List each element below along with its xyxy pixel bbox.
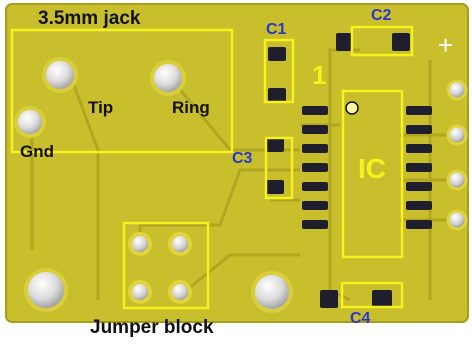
jack-box	[10, 28, 234, 154]
ic-pads-right	[406, 106, 432, 229]
gnd-label: Gnd	[20, 142, 54, 161]
pin1-label: 1	[312, 60, 327, 90]
c2-pads	[336, 33, 410, 51]
c3-label: C3	[232, 150, 253, 167]
c3-pads	[266, 138, 284, 194]
c2-label: C2	[371, 7, 392, 24]
ic-label: IC	[358, 153, 386, 184]
c4-label: C4	[350, 310, 371, 327]
jumper-holes	[128, 232, 192, 304]
jack-label: 3.5mm jack	[38, 8, 141, 29]
c1-label: C1	[266, 21, 287, 38]
plus-label: +	[438, 30, 454, 60]
jack-holes	[14, 57, 293, 313]
c4-box	[340, 281, 404, 309]
jumper-box	[122, 221, 210, 310]
ic-box	[341, 89, 404, 259]
c4-pads	[320, 290, 392, 308]
c2-box	[350, 25, 414, 57]
pin1-dot	[345, 101, 359, 115]
ic-pads-left	[302, 106, 328, 229]
ring-label: Ring	[172, 98, 210, 117]
jumper-label: Jumper block	[90, 317, 214, 338]
edge-holes	[446, 79, 468, 231]
c1-pads	[268, 47, 286, 102]
board-substrate	[6, 4, 468, 322]
c3-box	[264, 136, 294, 200]
annotation-boxes	[10, 25, 414, 310]
c1-box	[263, 38, 295, 104]
tip-label: Tip	[88, 98, 114, 117]
